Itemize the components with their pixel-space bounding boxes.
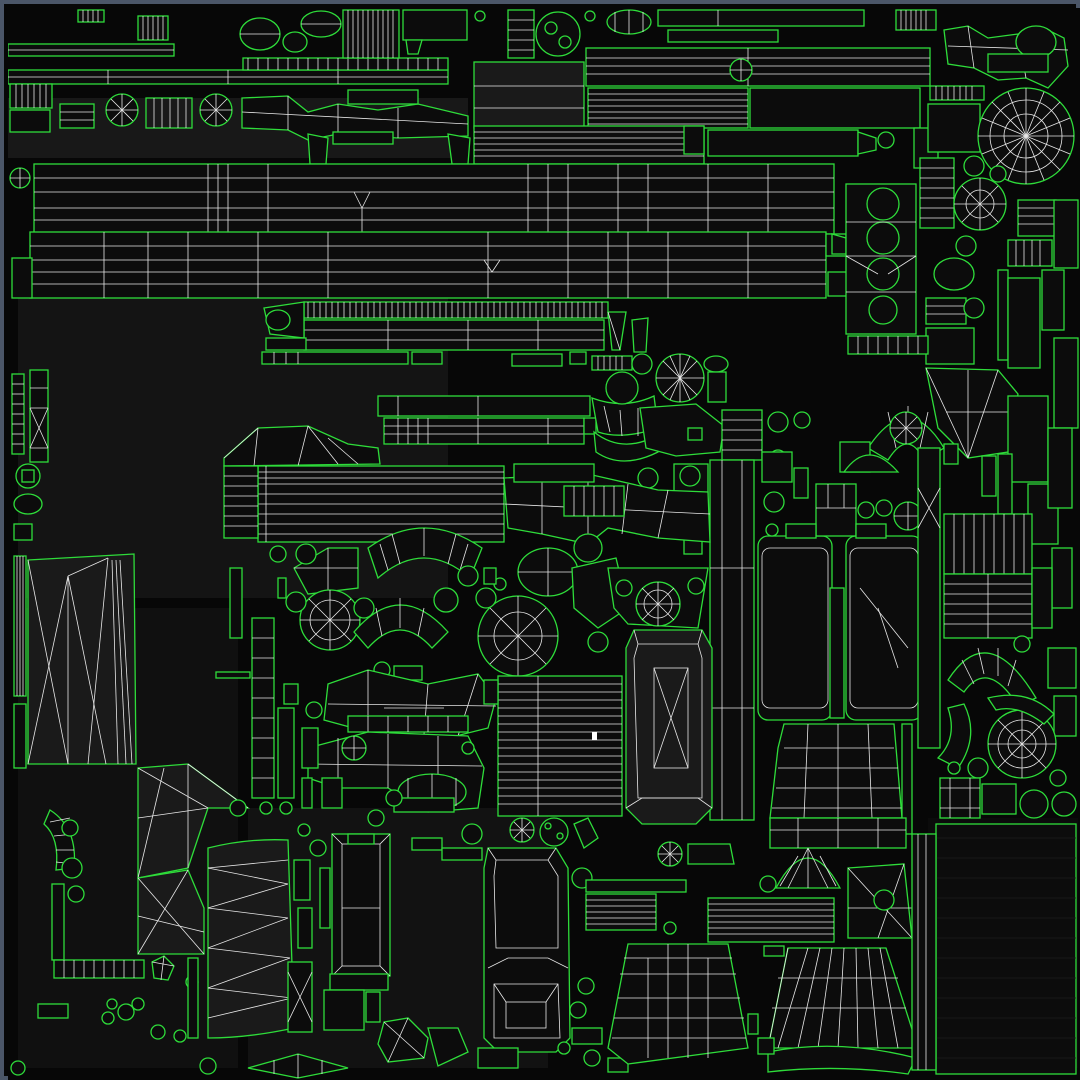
uv-island-group-bottom-right[interactable] — [585, 723, 913, 957]
uv-island-group-bottom-left[interactable] — [37, 763, 250, 1075]
uv-island-group-left-edge[interactable] — [10, 369, 49, 1076]
uv-island-group-mid-strips[interactable] — [261, 301, 729, 403]
uv-island-group-top-left[interactable] — [9, 83, 471, 165]
uv-island-long-barrel-upper[interactable] — [9, 163, 835, 235]
uv-island-group-top[interactable] — [8, 9, 937, 85]
uv-island-group-top-right[interactable] — [943, 25, 1075, 185]
uv-island-magazine-center[interactable] — [625, 629, 713, 825]
uv-island-receiver-top[interactable] — [223, 371, 811, 467]
uv-island-group-top-center[interactable] — [473, 47, 985, 169]
uv-island-long-barrel-lower[interactable] — [11, 231, 849, 299]
uv-island-grip[interactable] — [307, 669, 497, 813]
uv-island-group-center[interactable] — [427, 459, 755, 821]
uv-island-group-mechanism[interactable] — [269, 527, 709, 681]
uv-island-handguard-panel[interactable] — [223, 465, 505, 543]
uv-island-group-right-column[interactable] — [845, 157, 1079, 429]
uv-island-striped-block[interactable] — [483, 675, 623, 817]
uv-island-dark-panel[interactable] — [911, 823, 1077, 1075]
uv-island-group-right-lower[interactable] — [936, 513, 1077, 819]
uv-island-group-bottom-mid[interactable] — [247, 789, 599, 1079]
uv-island-group-left-mid[interactable] — [215, 567, 343, 815]
uv-island-stock-bottom[interactable] — [607, 943, 919, 1075]
uv-island-magazine-bottom[interactable] — [477, 847, 629, 1073]
uv-island-magazine-pair[interactable] — [757, 447, 941, 749]
uv-island-group-right-mid[interactable] — [839, 367, 1073, 609]
uv-island-left-panel[interactable] — [27, 553, 137, 765]
uv-island-bottom-fan-left[interactable] — [207, 799, 331, 1039]
uv-layout-canvas[interactable] — [8, 8, 1080, 1080]
